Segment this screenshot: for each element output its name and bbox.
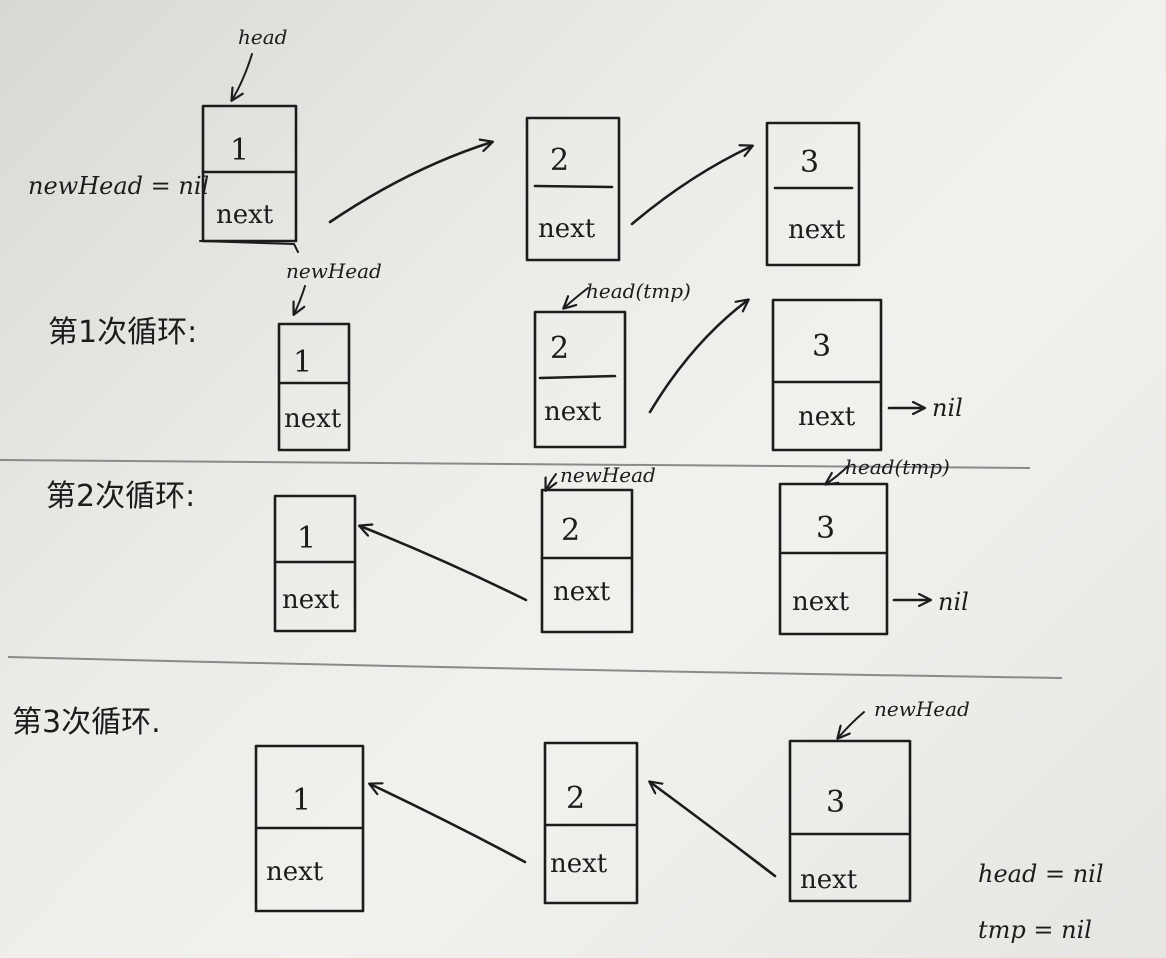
node-value: 3	[812, 329, 831, 364]
node-3-initial: 3 next	[765, 121, 861, 267]
node-next-label: next	[792, 587, 850, 617]
node-next-label: next	[800, 865, 858, 895]
node-3-loop3: 3 next	[788, 739, 912, 903]
node-value: 3	[800, 145, 819, 180]
step-label-2: 第2次循环:	[46, 479, 195, 514]
arrow-newhead-to-node2	[546, 473, 556, 490]
label-head-nil: head = nil	[978, 860, 1104, 888]
node-3-loop2: 3 next	[778, 482, 889, 636]
node-1-loop2: 1 next	[273, 494, 357, 633]
node-value: 1	[293, 345, 312, 380]
node-1-loop1: 1 next	[277, 322, 351, 452]
arrow-node2-to-node1	[360, 526, 528, 602]
arrow-newhead-to-node1	[294, 285, 306, 314]
node-underline-mark	[199, 240, 299, 253]
step-label-1: 第1次循环:	[48, 315, 197, 350]
node-value: 1	[297, 521, 316, 556]
step-label-3: 第3次循环.	[12, 705, 161, 740]
label-head: head	[238, 25, 287, 49]
arrow-head-to-node1	[232, 53, 253, 100]
arrow-newhead-to-node3	[838, 711, 865, 738]
node-next-label: next	[544, 397, 602, 427]
node-next-label: next	[553, 577, 611, 607]
node-next-label: next	[266, 857, 324, 887]
node-next-label: next	[538, 214, 596, 244]
arrow-node2-to-node3	[630, 146, 752, 226]
node-value: 3	[826, 785, 845, 820]
node-value: 1	[292, 783, 311, 818]
node-2-loop3: 2 next	[543, 741, 639, 905]
node-2-loop2: 2 next	[540, 488, 634, 634]
node-next-label: next	[798, 402, 856, 432]
node-next-label: next	[550, 849, 608, 879]
label-newhead: newHead	[560, 463, 656, 487]
node-value: 1	[230, 133, 249, 168]
node-value: 2	[550, 143, 569, 178]
node-value: 2	[550, 331, 569, 366]
arrow-headtmp-to-node2	[564, 287, 589, 308]
node-3-loop1: 3 next	[771, 298, 883, 452]
arrow-node3-to-node2	[650, 782, 777, 878]
node-2-initial: 2 next	[525, 116, 621, 262]
node-value: 3	[816, 511, 835, 546]
arrow-node2-to-node1	[370, 784, 527, 864]
label-newhead: newHead	[286, 259, 382, 283]
node-next-label: next	[282, 585, 340, 615]
label-newhead-nil: newHead = nil	[28, 172, 209, 200]
label-head-tmp: head(tmp)	[845, 455, 950, 479]
label-newhead: newHead	[874, 697, 970, 721]
node-next-label: next	[284, 404, 342, 434]
label-head-tmp: head(tmp)	[586, 279, 691, 303]
node-2-loop1: 2 next	[533, 310, 627, 449]
node-value: 2	[561, 513, 580, 548]
label-nil: nil	[932, 394, 963, 422]
node-1-initial: 1 next	[201, 104, 298, 243]
node-1-loop3: 1 next	[254, 744, 365, 913]
arrow-node1-to-node2	[328, 142, 492, 224]
separator-line-2	[7, 656, 1063, 679]
arrow-headtmp-to-node3	[826, 465, 849, 484]
node-next-label: next	[788, 215, 846, 245]
node-value: 2	[566, 781, 585, 816]
label-tmp-nil: tmp = nil	[978, 916, 1092, 944]
node-next-label: next	[216, 200, 274, 230]
arrow-node2-to-node3	[648, 300, 748, 414]
label-nil: nil	[938, 588, 969, 616]
